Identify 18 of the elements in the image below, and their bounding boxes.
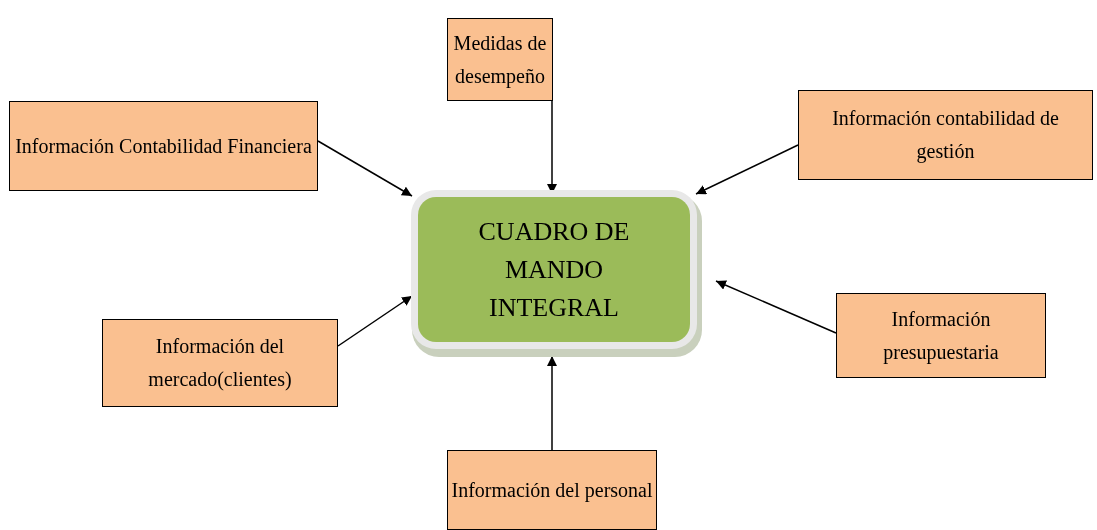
arrow: [715, 280, 837, 334]
process-box: [9, 101, 318, 191]
arrow: [337, 295, 413, 347]
box-label: CUADRO DE MANDO INTEGRAL: [477, 215, 631, 324]
box-label: Información presupuestaria: [882, 306, 1000, 366]
arrow: [695, 144, 799, 195]
arrow: [317, 140, 413, 197]
box-label: Información del personal: [451, 477, 653, 504]
process-box: [798, 90, 1093, 180]
box-label: Medidas de desempeño: [452, 30, 548, 90]
box-label: Información del mercado(clientes): [147, 334, 293, 392]
box-label: Información contabilidad de gestión: [831, 106, 1060, 165]
process-box: [447, 450, 657, 530]
box-label: Información Contabilidad Financiera: [15, 133, 312, 159]
process-box: [102, 319, 338, 407]
arrow: [547, 355, 557, 451]
process-box: [836, 293, 1046, 378]
process-box: [447, 18, 553, 101]
